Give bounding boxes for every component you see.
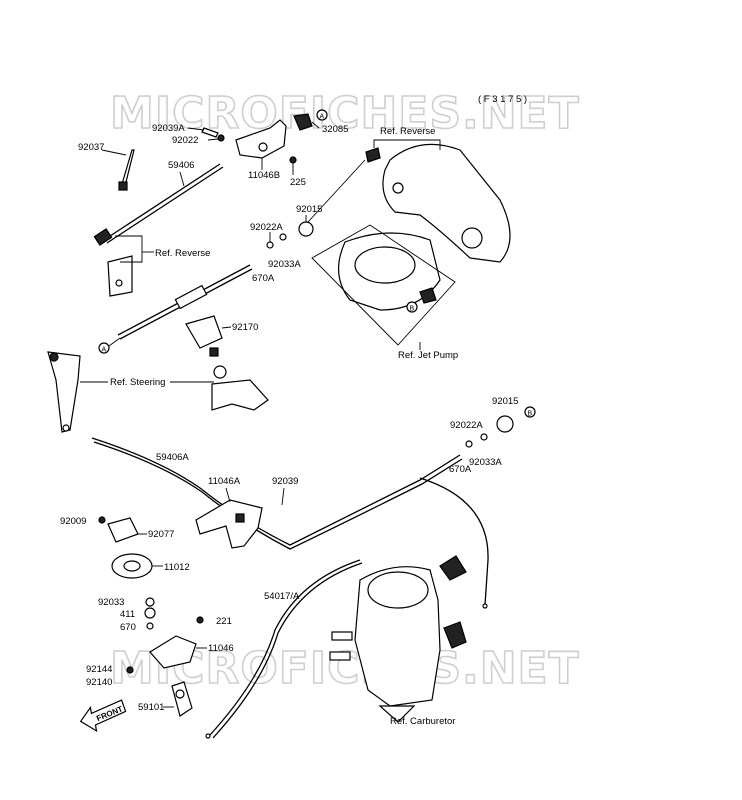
label-11046b: 11046B — [248, 170, 280, 181]
label-92015-top: 92015 — [296, 204, 322, 215]
label-92140: 92140 — [86, 677, 112, 688]
cap-11012 — [111, 553, 153, 579]
steering-arm — [47, 351, 269, 433]
label-32085: 32085 — [322, 124, 348, 135]
label-59406: 59406 — [168, 160, 194, 171]
label-92144: 92144 — [86, 664, 112, 675]
label-92015-mid: 92015 — [492, 396, 518, 407]
diagram-code: ( F 3 1 7 5 ) — [478, 94, 527, 105]
callout-a-top — [316, 109, 328, 121]
carburetor — [329, 555, 467, 723]
label-92039: 92039 — [272, 476, 298, 487]
callout-a-bottom-label: A — [102, 347, 107, 354]
callout-b-pump-label: B — [410, 306, 415, 313]
label-11046a: 11046A — [208, 476, 241, 487]
callout-a-bottom — [98, 342, 110, 354]
callout-a-top-label: A — [320, 114, 325, 121]
nut-stack-right — [465, 415, 514, 448]
cable-59406-lower — [117, 264, 253, 340]
label-670a-top: 670A — [252, 273, 275, 284]
callout-b-pump — [406, 301, 418, 313]
ref-carburetor: Ref. Carburetor — [390, 716, 455, 727]
reverse-housing — [365, 143, 511, 263]
label-92022a-mid: 92022A — [450, 420, 483, 431]
label-92022a-top: 92022A — [250, 222, 283, 233]
label-92033: 92033 — [98, 597, 124, 608]
label-221: 221 — [216, 616, 232, 627]
label-92033a-mid: 92033A — [469, 457, 502, 468]
throttle-cable-54017a — [205, 559, 363, 739]
ref-jet-pump: Ref. Jet Pump — [398, 350, 458, 361]
callout-b-right-label: B — [528, 411, 533, 418]
knob-92077 — [98, 516, 139, 543]
bracket-11046a — [195, 499, 263, 549]
lever-59101 — [171, 681, 193, 717]
small-parts — [144, 597, 204, 630]
callout-b-right — [524, 406, 536, 418]
label-92170: 92170 — [232, 322, 258, 333]
front-arrow: FRONT — [79, 699, 127, 733]
label-92022: 92022 — [172, 135, 198, 146]
label-11046: 11046 — [208, 643, 234, 654]
label-670: 670 — [120, 622, 136, 633]
label-54017a: 54017/A — [264, 591, 300, 602]
label-11012: 11012 — [164, 562, 190, 573]
ref-steering: Ref. Steering — [110, 377, 165, 388]
label-59406a: 59406A — [156, 452, 189, 463]
boot-92170 — [185, 315, 223, 357]
jet-pump — [337, 232, 441, 311]
label-670a-mid: 670A — [449, 464, 472, 475]
bracket-11046b — [201, 113, 313, 164]
label-92033a-top: 92033A — [268, 259, 301, 270]
watermark-top: MICROFICHES.NET — [110, 88, 580, 139]
cable-59406 — [93, 163, 224, 297]
bracket-11046 — [126, 635, 197, 674]
label-225: 225 — [290, 177, 306, 188]
label-411: 411 — [120, 609, 135, 620]
label-92037: 92037 — [78, 142, 104, 153]
cable-tie-92037 — [118, 149, 135, 191]
label-92077: 92077 — [148, 529, 174, 540]
label-92009: 92009 — [60, 516, 86, 527]
label-59101: 59101 — [138, 702, 164, 713]
ref-reverse-top: Ref. Reverse — [380, 126, 435, 137]
ref-reverse-left: Ref. Reverse — [155, 248, 210, 259]
label-92039a: 92039A — [152, 123, 185, 134]
